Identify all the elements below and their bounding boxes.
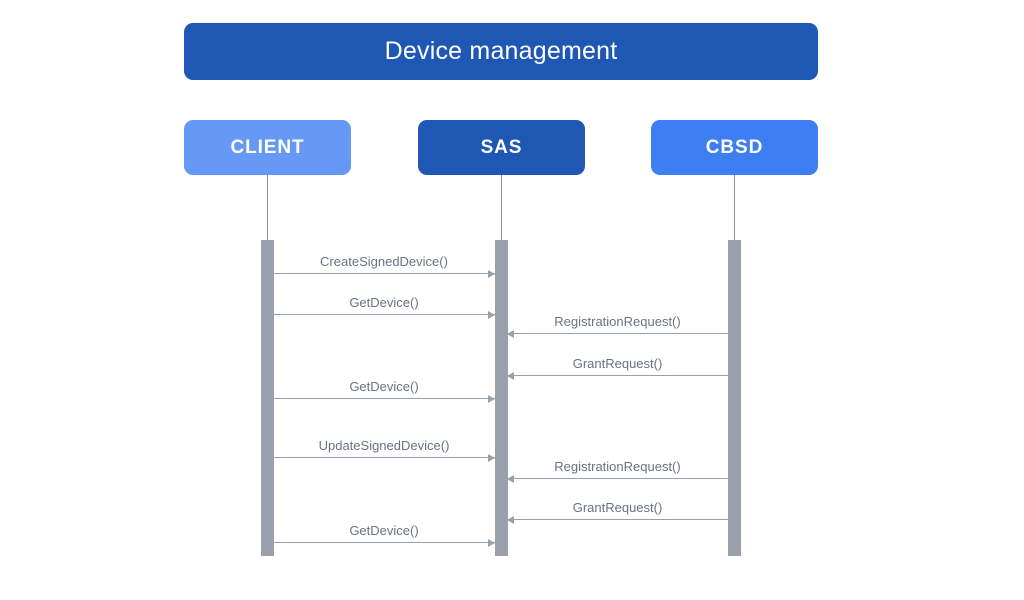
message-label: UpdateSignedDevice() (318, 438, 450, 453)
diagram-title-banner: Device management (184, 23, 818, 80)
participant-label: SAS (480, 137, 523, 158)
message-arrowhead-left (507, 330, 514, 338)
message-line (507, 375, 728, 376)
participant-box-sas[interactable]: SAS (418, 120, 585, 175)
message-line (273, 273, 495, 274)
message-label: GetDevice() (349, 379, 419, 394)
diagram-title-text: Device management (384, 37, 618, 65)
participant-label: CLIENT (230, 137, 305, 158)
message-label: GrantRequest() (572, 356, 663, 371)
message-line (273, 542, 495, 543)
message-arrowhead-right (488, 270, 495, 278)
message-label: GrantRequest() (572, 500, 663, 515)
message-label: CreateSignedDevice() (320, 254, 448, 269)
message-line (507, 478, 728, 479)
message-line (273, 398, 495, 399)
message-label: RegistrationRequest() (554, 459, 681, 474)
message-arrowhead-right (488, 539, 495, 547)
message-arrowhead-left (507, 372, 514, 380)
message-label: GetDevice() (349, 295, 419, 310)
activation-bar-cbsd (728, 240, 741, 556)
message-arrowhead-left (507, 475, 514, 483)
message-line (273, 314, 495, 315)
message-label: RegistrationRequest() (554, 314, 681, 329)
activation-bar-client (261, 240, 274, 556)
message-arrowhead-right (488, 454, 495, 462)
participant-label: CBSD (705, 137, 764, 158)
message-arrowhead-right (488, 311, 495, 319)
activation-bar-sas (495, 240, 508, 556)
message-line (507, 519, 728, 520)
participant-box-cbsd[interactable]: CBSD (651, 120, 818, 175)
message-arrowhead-right (488, 395, 495, 403)
participant-box-client[interactable]: CLIENT (184, 120, 351, 175)
message-arrowhead-left (507, 516, 514, 524)
message-label: GetDevice() (349, 523, 419, 538)
message-line (273, 457, 495, 458)
message-line (507, 333, 728, 334)
